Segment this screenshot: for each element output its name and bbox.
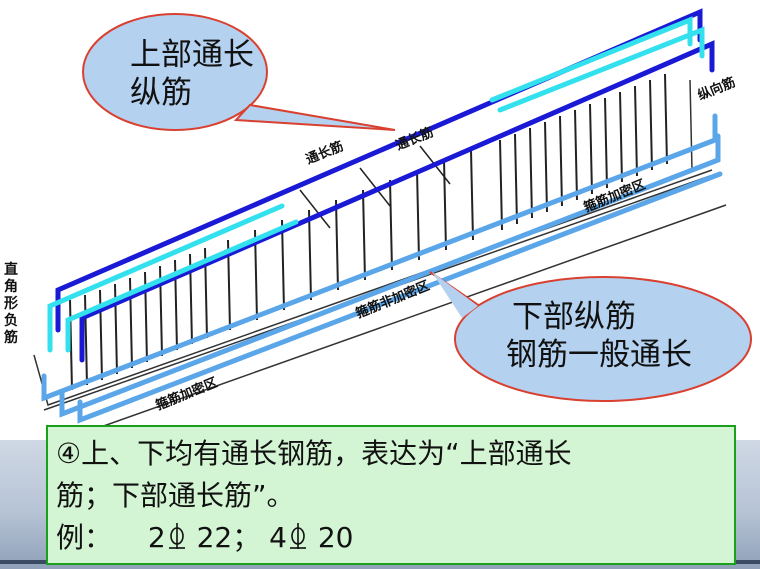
label-through-bar-1: 通长筋 [304, 138, 346, 167]
callout-top-line-1: 上部通长 [130, 37, 254, 73]
callout-top [82, 13, 396, 131]
note-line-2: 筋；下部通长筋”。 [56, 479, 295, 512]
note-line-1: ④上、下均有通长钢筋，表达为“上部通长 [56, 437, 572, 470]
callout-bottom-line-2: 钢筋一般通长 [506, 337, 692, 373]
callout-bottom-line-1: 下部纵筋 [512, 299, 636, 335]
note-box: ④上、下均有通长钢筋，表达为“上部通长 筋；下部通长筋”。 例： 2 22； 4… [46, 425, 736, 565]
example-top-count: 2 [147, 521, 166, 554]
bottom-longitudinal-bars [41, 113, 723, 424]
label-longitudinal-bar: 纵向筋 [696, 74, 738, 103]
note-example-line: 例： 2 22； 4 20 [56, 517, 726, 559]
rebar-grade-icon [168, 523, 185, 549]
top-through-bars [55, 8, 715, 363]
example-bottom-diameter: 20 [317, 521, 354, 554]
example-top-diameter: 22； [196, 521, 261, 554]
label-corner-negative-bar: 直角形负筋 [4, 262, 18, 346]
callout-top-text: 上部通长 纵筋 [130, 36, 254, 112]
callout-bottom-text: 下部纵筋 钢筋一般通长 [506, 298, 692, 374]
rebar-grade-icon [289, 523, 306, 549]
example-bottom-count: 4 [269, 521, 287, 554]
corner-negative-bars [47, 16, 705, 353]
label-through-bar-2: 通长筋 [394, 124, 436, 153]
callout-top-line-2: 纵筋 [130, 75, 192, 111]
callout-bottom [429, 271, 752, 402]
example-label: 例： [56, 521, 113, 554]
